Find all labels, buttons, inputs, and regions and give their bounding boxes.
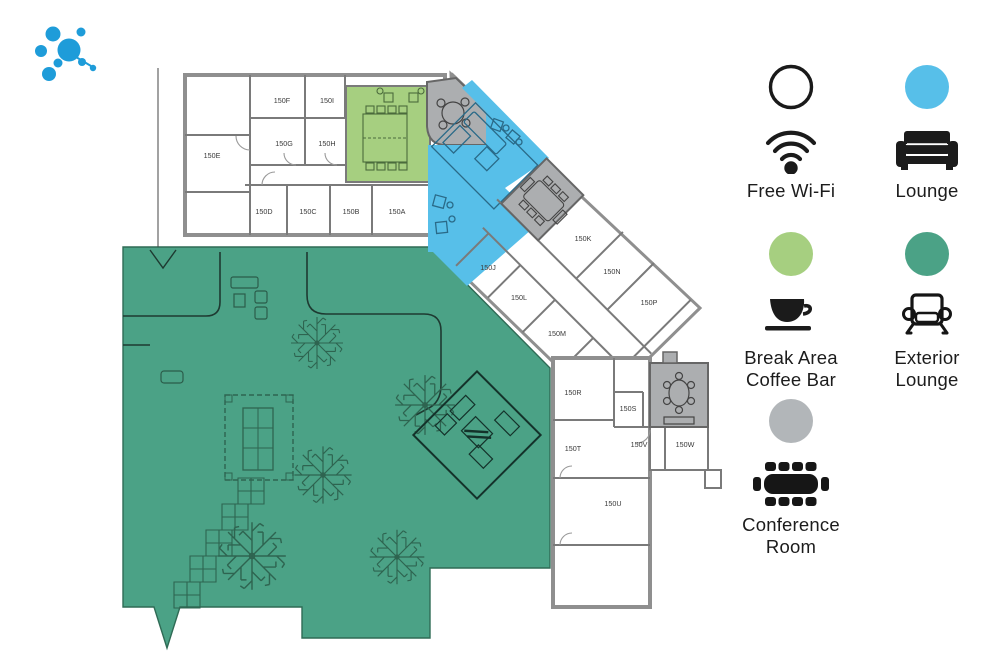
room-label-150A: 150A <box>389 207 406 216</box>
lounge-zone <box>428 80 549 286</box>
exterior-walkways <box>123 252 442 416</box>
break-area-zone <box>345 85 431 183</box>
legend-item-free-wifi: Free Wi-Fi <box>735 63 847 202</box>
lower-wing-walls <box>553 358 666 546</box>
room-label-150U: 150U <box>604 499 621 508</box>
sofa-icon <box>894 124 960 176</box>
lower-wing <box>551 356 652 609</box>
room-label-150L: 150L <box>511 293 527 302</box>
room-label-150S: 150S <box>620 404 637 413</box>
legend-label-lounge: Lounge <box>895 180 959 201</box>
legend-item-break-area: Break Area Coffee Bar <box>735 230 847 391</box>
lounge-furniture <box>430 101 539 235</box>
lower-wing-bump <box>704 469 722 489</box>
wifi-icon <box>763 124 819 176</box>
door-arcs <box>235 135 651 546</box>
stepping-stones <box>173 477 265 609</box>
room-label-150D: 150D <box>255 207 272 216</box>
exterior-lounge-circle <box>905 232 949 276</box>
room-label-150W: 150W <box>676 440 695 449</box>
outdoor-furniture <box>160 276 268 384</box>
room-label-150N: 150N <box>603 267 620 276</box>
patio-seating-area <box>411 369 543 501</box>
pergola <box>224 394 294 481</box>
room-label-150G: 150G <box>275 139 293 148</box>
room-label-150H: 150H <box>318 139 335 148</box>
room-label-150P: 150P <box>641 298 658 307</box>
conference-room-2 <box>499 156 585 242</box>
conference-table-icon <box>741 458 841 510</box>
break-area-furniture <box>362 87 425 171</box>
conference-room-3 <box>649 351 709 428</box>
diagonal-wing-interior <box>455 156 692 376</box>
legend-item-lounge: Lounge <box>871 63 983 202</box>
break-area-circle <box>769 232 813 276</box>
room-label-150T: 150T <box>565 444 582 453</box>
top-wing-walls <box>185 75 434 235</box>
room-label-150F: 150F <box>274 96 291 105</box>
lounge-circle <box>905 65 949 109</box>
room-label-150K: 150K <box>575 234 592 243</box>
legend-item-exterior-lounge: Exterior Lounge <box>871 230 983 391</box>
exterior-lounge-zone <box>122 246 551 651</box>
room-label-150C: 150C <box>299 207 316 216</box>
legend-label-conference-room: Conference Room <box>742 514 840 558</box>
room-label-150B: 150B <box>343 207 360 216</box>
dot-cluster-logo <box>35 26 97 81</box>
legend-item-conference-room: Conference Room <box>729 397 853 558</box>
wifi-circle <box>768 64 814 110</box>
room-label-150J: 150J <box>480 263 496 272</box>
room-label-150V: 150V <box>631 440 648 449</box>
lower-wing-annex <box>649 426 709 471</box>
boundary-notch <box>149 249 177 270</box>
conference-room-circle <box>769 399 813 443</box>
room-label-150R: 150R <box>564 388 581 397</box>
legend-label-break-area: Break Area Coffee Bar <box>744 347 838 391</box>
room-label-150I: 150I <box>320 96 334 105</box>
outline-sofa-icon <box>897 291 957 343</box>
room-label-150M: 150M <box>548 329 566 338</box>
room-labels: 150E 150F 150I 150G 150H 150D 150C 150B 150A 150J… <box>204 96 695 508</box>
coffee-cup-icon <box>761 291 821 343</box>
legend-label-free-wifi: Free Wi-Fi <box>746 180 836 201</box>
room-label-150E: 150E <box>204 151 221 160</box>
conference-room-1 <box>426 76 490 146</box>
legend-label-exterior-lounge: Exterior Lounge <box>894 347 960 391</box>
